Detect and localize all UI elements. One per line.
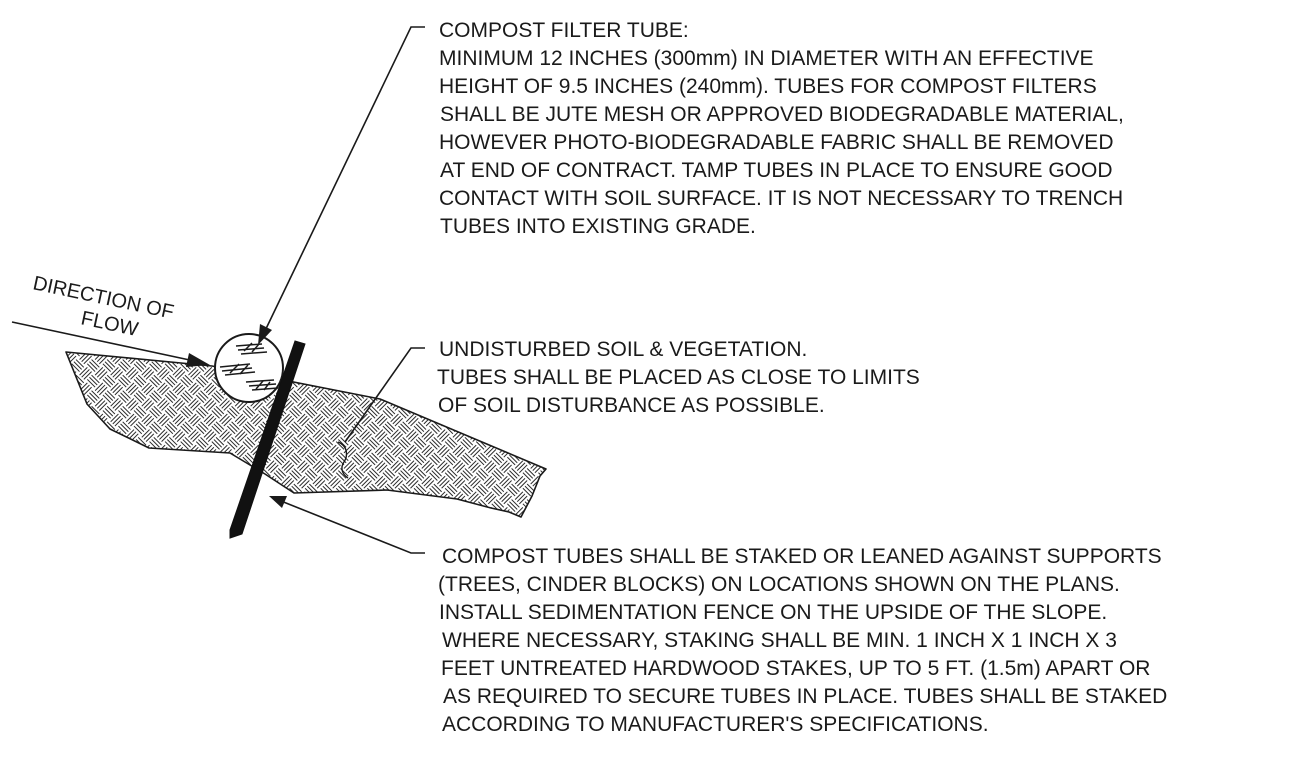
note-line: HEIGHT OF 9.5 INCHES (240mm). TUBES FOR … bbox=[439, 75, 1097, 98]
compost-filter-tube-note: COMPOST FILTER TUBE: MINIMUM 12 INCHES (… bbox=[439, 17, 1124, 241]
leader-undisturbed-soil bbox=[337, 347, 425, 479]
note-line: COMPOST TUBES SHALL BE STAKED OR LEANED … bbox=[442, 545, 1162, 568]
note-line: MINIMUM 12 INCHES (300mm) IN DIAMETER WI… bbox=[439, 47, 1094, 70]
undisturbed-soil-note: UNDISTURBED SOIL & VEGETATION. TUBES SHA… bbox=[437, 336, 920, 420]
note-line: TUBES INTO EXISTING GRADE. bbox=[440, 215, 756, 238]
note-line: OF SOIL DISTURBANCE AS POSSIBLE. bbox=[438, 394, 825, 417]
compost-filter-tube bbox=[214, 333, 284, 403]
leader-compost-tube bbox=[258, 26, 425, 345]
note-line: WHERE NECESSARY, STAKING SHALL BE MIN. 1… bbox=[442, 629, 1117, 652]
note-line: CONTACT WITH SOIL SURFACE. IT IS NOT NEC… bbox=[439, 187, 1124, 210]
note-line: (TREES, CINDER BLOCKS) ON LOCATIONS SHOW… bbox=[438, 573, 1120, 596]
note-line: INSTALL SEDIMENTATION FENCE ON THE UPSID… bbox=[439, 601, 1108, 624]
note-line: TUBES SHALL BE PLACED AS CLOSE TO LIMITS bbox=[437, 366, 920, 389]
note-line: UNDISTURBED SOIL & VEGETATION. bbox=[439, 338, 808, 361]
soil-section bbox=[65, 351, 547, 518]
stakes-note: COMPOST TUBES SHALL BE STAKED OR LEANED … bbox=[438, 543, 1168, 739]
note-line: COMPOST FILTER TUBE: bbox=[439, 19, 689, 42]
leader-stakes bbox=[269, 496, 425, 554]
note-line: ACCORDING TO MANUFACTURER'S SPECIFICATIO… bbox=[442, 713, 989, 736]
note-line: AS REQUIRED TO SECURE TUBES IN PLACE. TU… bbox=[443, 685, 1168, 708]
wooden-stake bbox=[229, 340, 306, 539]
direction-of-flow: DIRECTION OF FLOW bbox=[11, 272, 210, 367]
note-line: SHALL BE JUTE MESH OR APPROVED BIODEGRAD… bbox=[440, 103, 1124, 126]
note-line: AT END OF CONTRACT. TAMP TUBES IN PLACE … bbox=[440, 159, 1113, 182]
note-line: HOWEVER PHOTO-BIODEGRADABLE FABRIC SHALL… bbox=[439, 131, 1114, 154]
note-line: FEET UNTREATED HARDWOOD STAKES, UP TO 5 … bbox=[441, 657, 1151, 680]
